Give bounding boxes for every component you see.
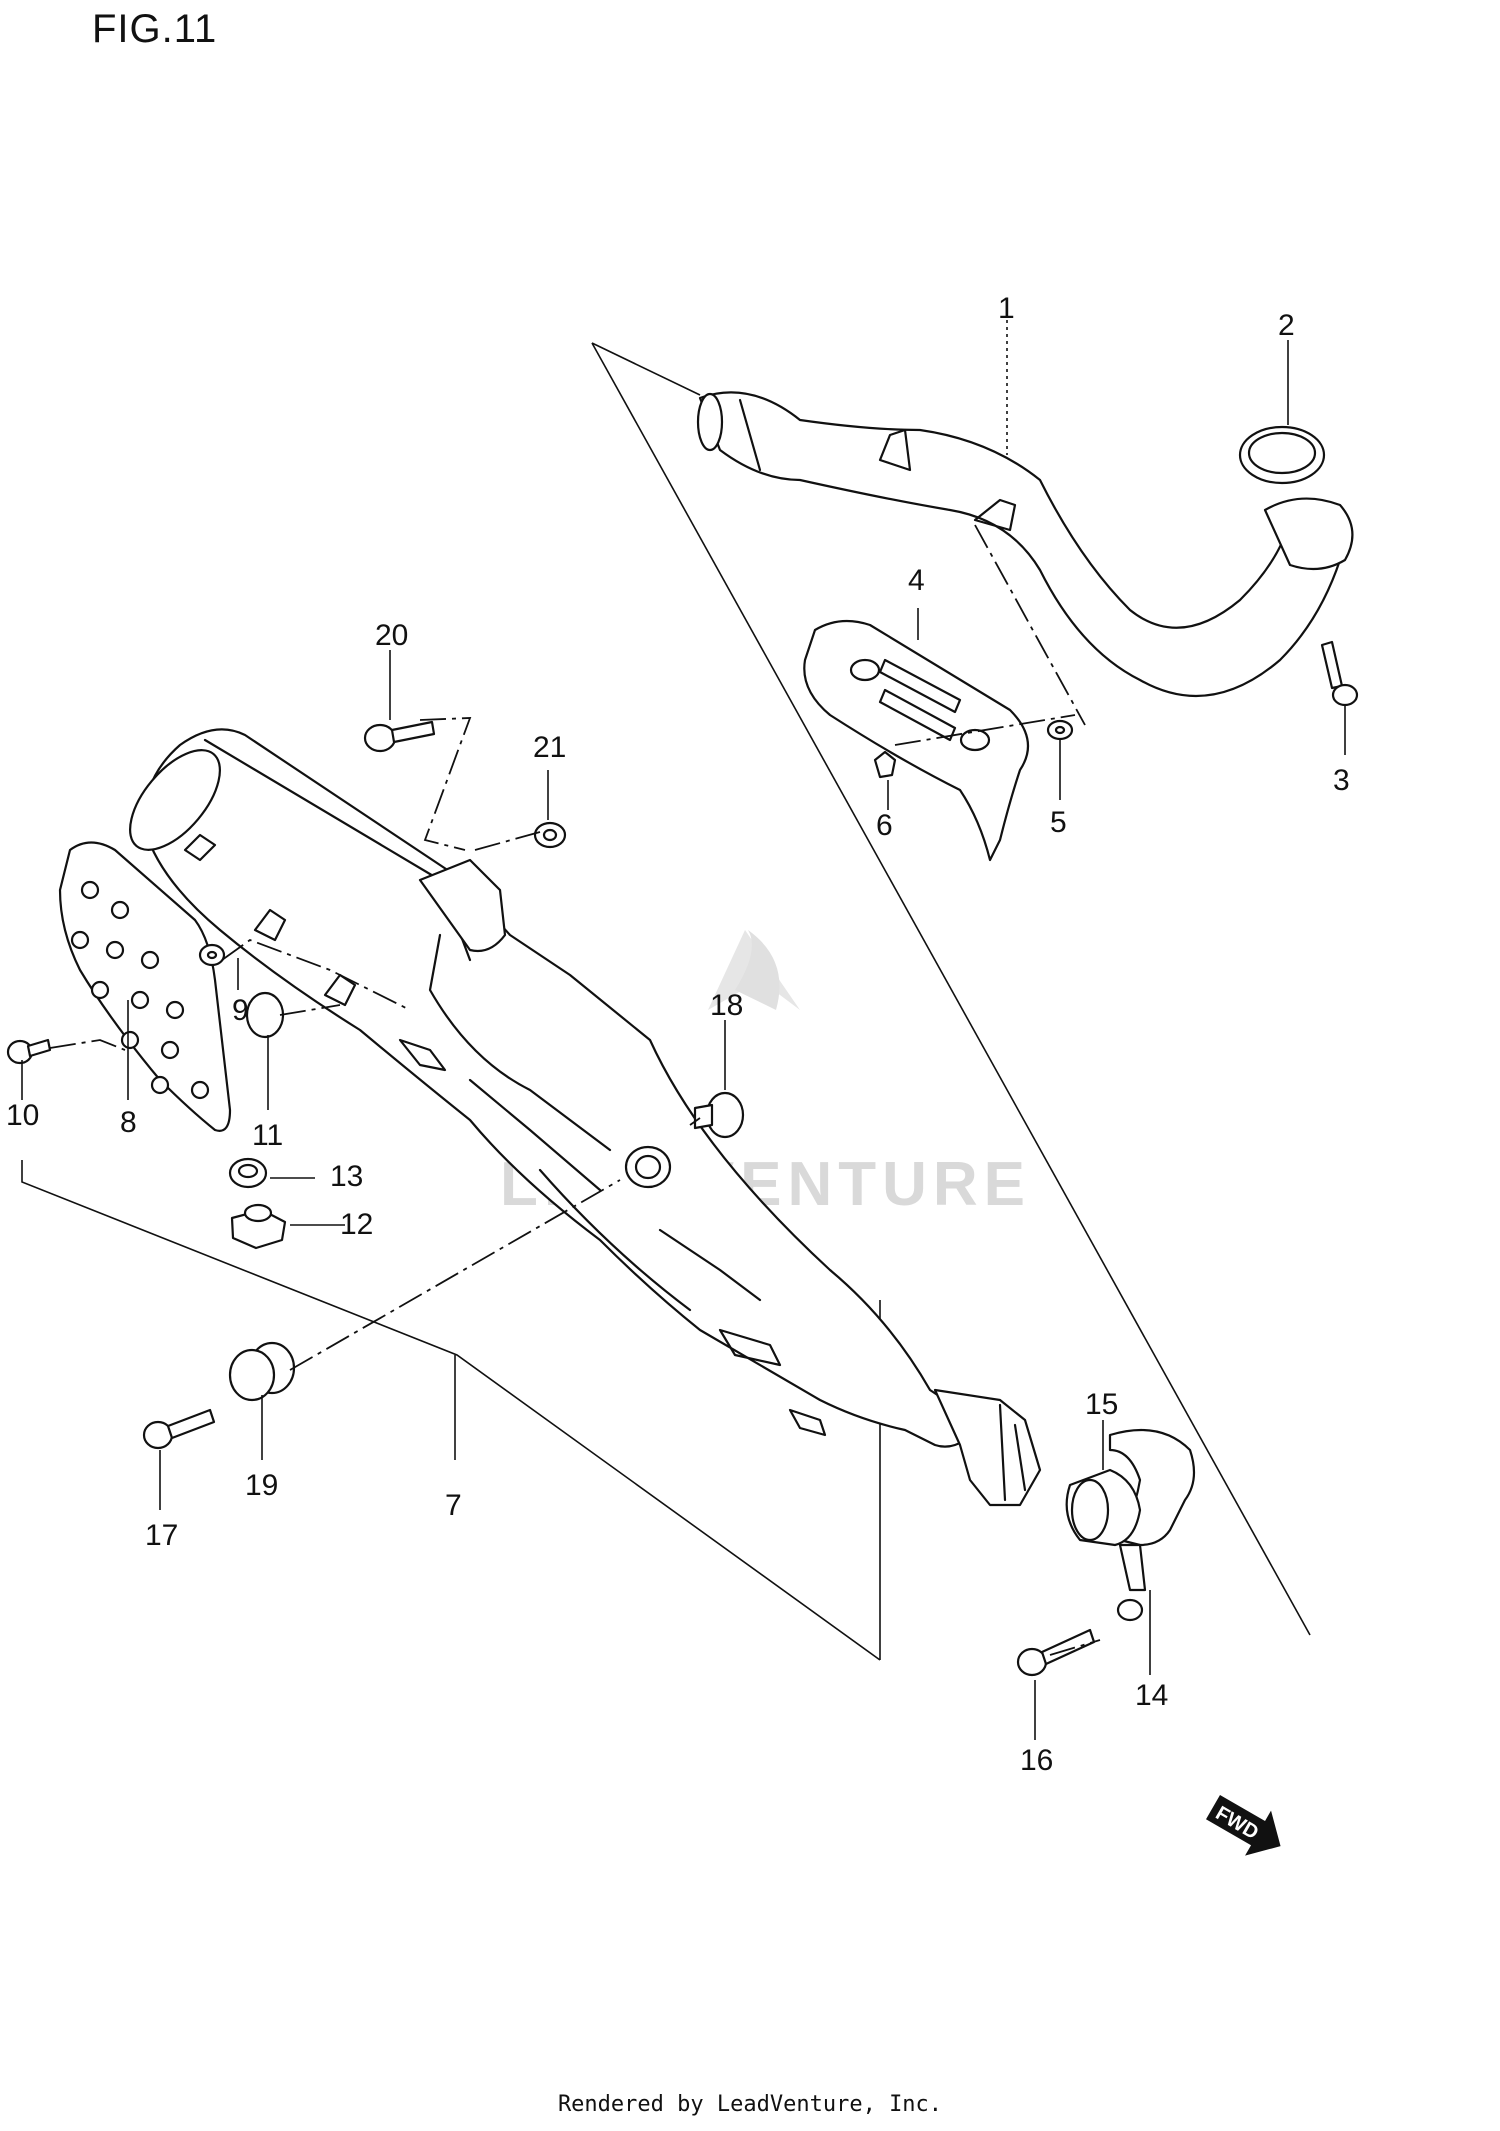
callout-15: 15: [1085, 1388, 1118, 1421]
callout-2: 2: [1278, 309, 1295, 342]
callout-13: 13: [330, 1160, 363, 1193]
bolt-part-20: [363, 720, 436, 753]
footer-credit: Rendered by LeadVenture, Inc.: [557, 2092, 943, 2117]
callout-4: 4: [908, 564, 925, 597]
fwd-direction-arrow: FWD: [1206, 1795, 1281, 1856]
callout-3: 3: [1333, 764, 1350, 797]
damper-part-19: [228, 1341, 296, 1402]
sleeve-part-15: [1065, 1468, 1142, 1547]
callout-1: 1: [998, 292, 1015, 325]
callout-11: 11: [252, 1119, 283, 1152]
nut-part-6: [873, 750, 897, 779]
callout-8: 8: [120, 1106, 137, 1139]
callout-10: 10: [6, 1099, 39, 1132]
nut-part-21: [533, 821, 567, 849]
callout-9: 9: [232, 994, 249, 1027]
bushing-part-18: [693, 1091, 745, 1139]
washer-part-5: [1046, 719, 1074, 741]
callout-21: 21: [533, 731, 566, 764]
bolt-part-3: [1320, 640, 1359, 707]
damper-part-11: [245, 991, 285, 1039]
bolt-part-10: [6, 1038, 52, 1065]
figure-title: FIG.11: [92, 7, 217, 51]
washer-part-9: [198, 943, 226, 967]
callout-14: 14: [1135, 1679, 1168, 1712]
callout-17: 17: [145, 1519, 178, 1552]
callout-18: 18: [710, 989, 743, 1022]
callout-19: 19: [245, 1469, 278, 1502]
exhaust-pipe-group: [591, 320, 1359, 1636]
muffler-group: [6, 650, 1196, 1740]
muffler-part-7: [129, 728, 1042, 1507]
callout-labels: 1 2 3 4 5 6 7 8 9 10 11 12 13 14 15 16 1…: [6, 292, 1350, 1777]
guard-plate-part-8: [58, 841, 232, 1132]
callout-12: 12: [340, 1208, 373, 1241]
nut-part-12: [230, 1203, 287, 1250]
callout-20: 20: [375, 619, 408, 652]
grommet-part-13: [228, 1157, 268, 1189]
callout-5: 5: [1050, 806, 1067, 839]
exhaust-pipe-part-1: [696, 391, 1354, 698]
callout-16: 16: [1020, 1744, 1053, 1777]
callout-7: 7: [445, 1489, 462, 1522]
gasket-part-2: [1238, 425, 1326, 485]
callout-6: 6: [876, 809, 893, 842]
bolt-part-17: [142, 1408, 216, 1450]
heat-shield-part-4: [803, 619, 1030, 862]
